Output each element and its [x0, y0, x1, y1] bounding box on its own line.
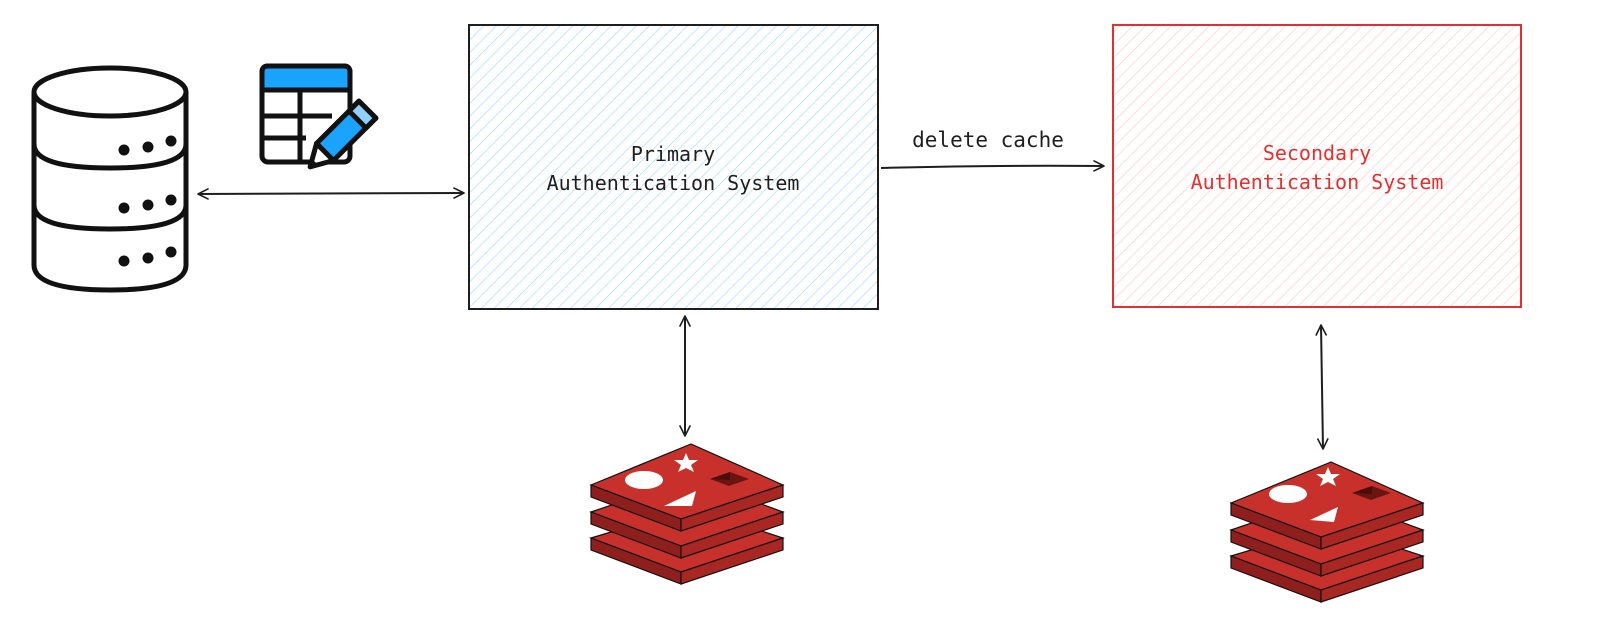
db-primary-arrow [197, 187, 465, 200]
database-icon [31, 65, 189, 293]
table-edit-icon [259, 63, 379, 170]
delete-cache-label: delete cache [912, 128, 1064, 152]
primary-auth-label-line2: Authentication System [547, 171, 800, 195]
secondary-cache-arrow [1315, 324, 1329, 450]
secondary-auth-box[interactable]: Secondary Authentication System [1112, 24, 1522, 308]
primary-auth-label-line1: Primary [631, 142, 715, 166]
primary-auth-box[interactable]: Primary Authentication System [468, 24, 879, 310]
redis-icon [589, 443, 785, 585]
secondary-auth-label-line2: Authentication System [1191, 170, 1444, 194]
redis-icon [1229, 461, 1425, 603]
secondary-auth-label-line1: Secondary [1263, 141, 1371, 165]
delete-cache-arrow [880, 160, 1105, 172]
